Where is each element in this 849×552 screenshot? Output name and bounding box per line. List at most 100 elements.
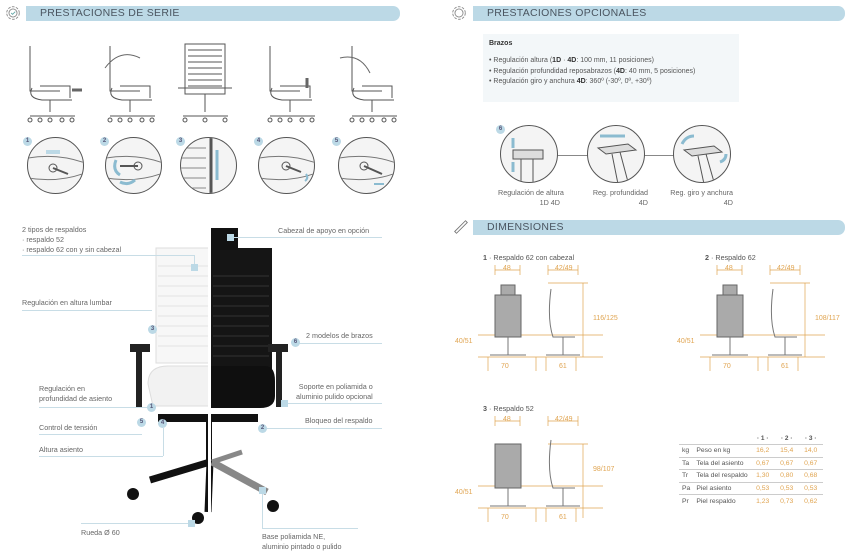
bullet: • Regulación profundidad reposabrazos (4… (489, 67, 696, 75)
row-name: Piel respaldo (693, 494, 751, 507)
callout-line (232, 237, 382, 238)
row-value: 0,53 (750, 481, 775, 495)
model-title: 3 · Respaldo 52 (483, 404, 534, 413)
callout-line (22, 255, 194, 256)
detail-circle-5 (338, 137, 395, 194)
step-badge-1: 1 (23, 137, 32, 146)
step-badge-3: 3 (176, 137, 185, 146)
model-title: 1 · Respaldo 62 con cabezal (483, 253, 575, 262)
dim-total-depth: 61 (781, 363, 789, 370)
callout-line (39, 434, 142, 435)
col-header: · 2 · (780, 434, 793, 442)
callout-lumbar: Regulación en altura lumbar (22, 298, 112, 307)
dim-seat-height: 40/51 (677, 338, 695, 345)
callout-line (81, 523, 191, 524)
row-value: 1,23 (750, 494, 775, 507)
callout-line (39, 456, 163, 457)
brazos-info-box: Brazos • Regulación altura (1D · 4D: 100… (483, 34, 739, 102)
row-value: 0,67 (750, 456, 775, 470)
dim-total-depth: 61 (559, 514, 567, 521)
callout-tension: Control de tensión (39, 423, 98, 432)
callout-altura: Altura asiento (39, 445, 83, 454)
row-value: 1,30 (750, 469, 775, 482)
dim-depth: 42/49 (555, 416, 573, 423)
step-badge-4: 4 (158, 419, 167, 428)
dim-seat-height: 40/51 (455, 489, 473, 496)
detail-circle-4 (258, 137, 315, 194)
gear-check-icon (452, 6, 466, 20)
callout-respaldos: 2 tipos de respaldos· respaldo 52· respa… (22, 225, 122, 254)
section-header-serie: PRESTACIONES DE SERIE (26, 6, 400, 21)
dim-seat-height: 40/51 (455, 338, 473, 345)
row-code: Pr (679, 494, 694, 507)
callout-line (285, 403, 382, 404)
marker (188, 520, 195, 527)
callout-line (262, 528, 358, 529)
dim-depth: 42/49 (555, 265, 573, 272)
dim-height: 108/117 (815, 315, 840, 322)
col-header: · 3 · (804, 434, 817, 442)
dim-width: 48 (503, 265, 511, 272)
callout-line (22, 310, 152, 311)
model-title: 2 · Respaldo 62 (705, 253, 756, 262)
row-value: 0,67 (774, 456, 799, 470)
row-value: 14,0 (798, 444, 823, 457)
marker (191, 264, 198, 271)
detail-circle-2 (105, 137, 162, 194)
step-badge-5: 5 (137, 418, 146, 427)
row-value: 0,80 (774, 469, 799, 482)
box-title: Brazos (489, 40, 513, 47)
arm-height-detail (500, 125, 558, 183)
step-badge-1: 1 (147, 403, 156, 412)
dim-width: 48 (725, 265, 733, 272)
callout-base: Base poliamida NE,aluminio pintado o pul… (262, 532, 342, 551)
dim-depth: 42/49 (777, 265, 795, 272)
dim-base: 70 (501, 514, 509, 521)
dim-total-depth: 61 (559, 363, 567, 370)
row-code: Ta (679, 456, 694, 470)
row-value: 15,4 (774, 444, 799, 457)
row-value: 0,62 (798, 494, 823, 507)
callout-line (298, 343, 382, 344)
dim-base: 70 (723, 363, 731, 370)
row-value: 0,53 (774, 481, 799, 495)
dim-height: 98/107 (593, 466, 615, 473)
dim-base: 70 (501, 363, 509, 370)
arm-depth-detail (587, 125, 645, 183)
bullet: • Regulación altura (1D · 4D: 100 mm, 11… (489, 57, 654, 64)
col-header: · 1 · (756, 434, 769, 442)
row-code: Pa (679, 481, 694, 495)
step-badge-6: 6 (496, 125, 505, 134)
row-value: 0,68 (798, 469, 823, 482)
detail-circle-3 (180, 137, 237, 194)
step-badge-2: 2 (258, 424, 267, 433)
callout-line (262, 428, 382, 429)
callout-line (194, 255, 195, 265)
detail-circle-1 (27, 137, 84, 194)
callout-line (262, 490, 263, 528)
marker (281, 400, 288, 407)
row-name: Tela del asiento (693, 456, 751, 470)
callout-cabezal: Cabezal de apoyo en opción (278, 226, 370, 235)
marker (259, 487, 266, 494)
row-value: 16,2 (750, 444, 775, 457)
callout-bloqueo: Bloqueo del respaldo (305, 416, 373, 425)
row-value: 0,53 (798, 481, 823, 495)
chair-adjustment-illustrations (27, 43, 398, 123)
step-badge-5: 5 (332, 137, 341, 146)
row-value: 0,73 (774, 494, 799, 507)
row-code: Tr (679, 469, 694, 482)
section-header-dimensiones: DIMENSIONES (473, 220, 845, 235)
model-dimension-drawing (478, 265, 603, 371)
